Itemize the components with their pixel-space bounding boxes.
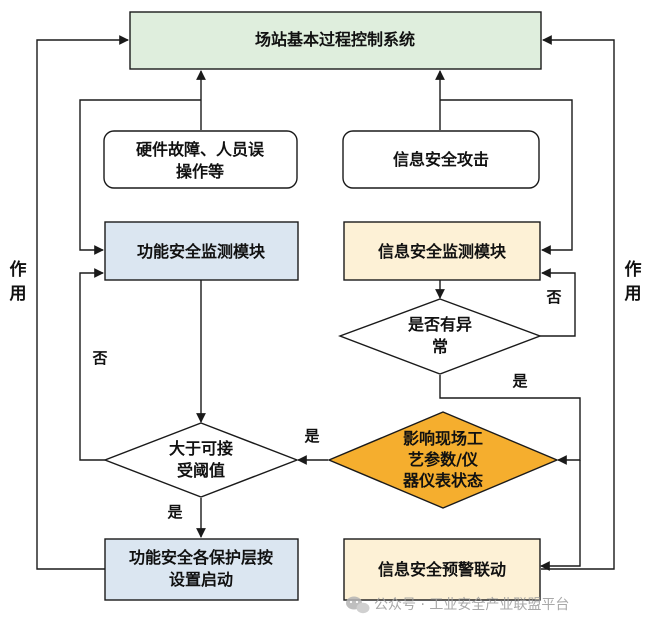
node-ism-label: 信息安全监测模块 [378,242,507,261]
node-impact-decision: 影响现场工 艺参数/仪 器仪表状态 [327,411,559,509]
edge-protect-to-top [36,35,129,570]
node-threshold-line1: 大于可接 [169,439,233,458]
label-anomaly-yes: 是 [511,372,528,390]
right-side-label-2: 用 [625,284,642,304]
node-anomaly-line1: 是否有异 [407,315,472,334]
node-protection-layers: 功能安全各保护层按 设置启动 [104,538,299,601]
node-security-alert: 信息安全预警联动 [343,538,541,601]
node-threshold-decision: 大于可接 受阈值 [103,422,299,498]
label-anomaly-no: 否 [545,288,561,306]
node-threshold-line2: 受阈值 [177,461,225,480]
node-impact-line2: 艺参数/仪 [408,450,479,469]
edge-top-to-ism [440,99,573,255]
edge-anomaly-no [540,268,576,337]
node-functional-safety-monitor: 功能安全监测模块 [104,221,299,281]
node-impact-line1: 影响现场工 [403,429,483,448]
node-info-security-monitor: 信息安全监测模块 [343,221,541,281]
node-hardware-fault-line2: 操作等 [176,162,224,181]
edge-top-to-fsm [79,99,201,255]
label-threshold-yes: 是 [166,503,183,521]
left-side-label-1: 作 [10,259,27,280]
node-top: 场站基本过程控制系统 [129,11,542,70]
node-attack: 信息安全攻击 [342,130,540,189]
watermark-text: 公众号 · 工业安全产业联盟平台 [374,596,569,613]
edge-warn-to-top [541,35,615,570]
edge-anomaly-yes [439,375,581,465]
label-impact-yes: 是 [303,427,320,445]
node-hardware-fault-line1: 硬件故障、人员误 [136,140,265,159]
label-threshold-no: 否 [91,349,107,367]
node-hardware-fault: 硬件故障、人员误 操作等 [103,130,298,189]
node-protect-line1: 功能安全各保护层按 [129,548,273,567]
node-top-label: 场站基本过程控制系统 [255,30,415,49]
node-protect-line2: 设置启动 [169,570,233,589]
left-side-label-2: 用 [10,284,27,304]
edge-threshold-no [79,268,105,461]
node-anomaly-line2: 常 [432,337,448,356]
right-side-label-1: 作 [625,259,642,280]
wechat-icon [346,596,370,614]
node-anomaly-decision: 是否有异 常 [338,298,542,375]
node-attack-label: 信息安全攻击 [393,150,489,169]
node-impact-line3: 器仪表状态 [402,471,483,490]
node-fsm-label: 功能安全监测模块 [137,242,266,261]
edge-anomaly-yes-warn [540,460,581,571]
watermark: 公众号 · 工业安全产业联盟平台 [346,596,569,614]
node-warn-label: 信息安全预警联动 [378,560,506,579]
